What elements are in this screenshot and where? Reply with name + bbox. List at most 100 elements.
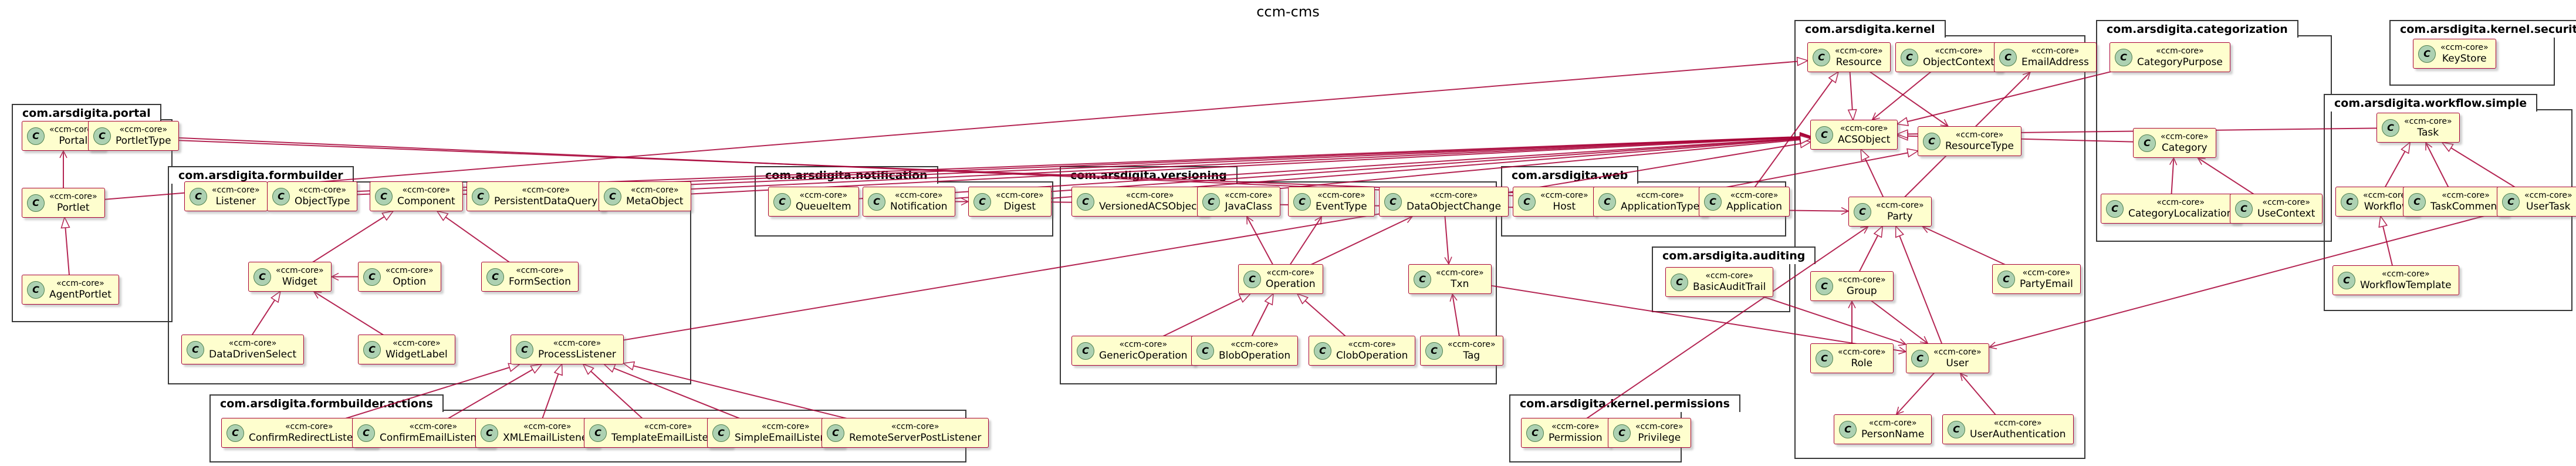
class-icon: C bbox=[589, 424, 607, 442]
class-text: «ccm-core»ConfirmRedirectListener bbox=[249, 422, 370, 444]
class-icon: C bbox=[1526, 424, 1544, 442]
class-name: WorkflowTemplate bbox=[2360, 279, 2452, 291]
class-stereotype: «ccm-core» bbox=[1436, 268, 1484, 278]
class-stereotype: «ccm-core» bbox=[631, 185, 679, 195]
class-ResourceType: C«ccm-core»ResourceType bbox=[1918, 126, 2022, 156]
class-CategoryLocalization: C«ccm-core»CategoryLocalization bbox=[2101, 194, 2241, 224]
class-name: Category bbox=[2161, 142, 2207, 154]
class-Host: C«ccm-core»Host bbox=[1513, 187, 1596, 217]
class-icon: C bbox=[2338, 271, 2355, 289]
class-name: Privilege bbox=[1638, 432, 1681, 444]
class-name: GenericOperation bbox=[1099, 350, 1188, 362]
class-UseContext: C«ccm-core»UseContext bbox=[2230, 194, 2323, 224]
class-stereotype: «ccm-core» bbox=[891, 422, 939, 431]
class-text: «ccm-core»CategoryLocalization bbox=[2128, 198, 2233, 220]
class-name: Txn bbox=[1451, 278, 1469, 290]
class-VersionedACSObject: C«ccm-core»VersionedACSObject bbox=[1071, 187, 1209, 217]
class-KeyStore: C«ccm-core»KeyStore bbox=[2413, 39, 2496, 69]
class-icon: C bbox=[1813, 48, 1830, 66]
class-Digest: C«ccm-core»Digest bbox=[968, 187, 1052, 217]
class-Application: C«ccm-core»Application bbox=[1699, 187, 1790, 217]
class-icon: C bbox=[1854, 202, 1871, 221]
class-icon: C bbox=[1196, 342, 1214, 360]
class-icon: C bbox=[227, 424, 244, 442]
class-text: «ccm-core»Task bbox=[2404, 117, 2452, 139]
class-Task: C«ccm-core»Task bbox=[2376, 113, 2460, 143]
class-DataDrivenSelect: C«ccm-core»DataDrivenSelect bbox=[181, 335, 305, 364]
class-QueueItem: C«ccm-core»QueueItem bbox=[768, 187, 859, 217]
class-stereotype: «ccm-core» bbox=[2442, 191, 2490, 200]
class-stereotype: «ccm-core» bbox=[1636, 191, 1684, 200]
package-name-tab: com.arsdigita.notification bbox=[755, 166, 938, 184]
class-icon: C bbox=[1202, 193, 1220, 211]
class-icon: C bbox=[973, 193, 991, 211]
class-text: «ccm-core»Host bbox=[1540, 191, 1588, 212]
class-stereotype: «ccm-core» bbox=[553, 339, 601, 348]
class-stereotype: «ccm-core» bbox=[1448, 340, 1496, 349]
class-BlobOperation: C«ccm-core»BlobOperation bbox=[1191, 336, 1299, 366]
class-text: «ccm-core»Notification bbox=[890, 191, 948, 212]
class-ObjectContext: C«ccm-core»ObjectContext bbox=[1895, 42, 2002, 72]
class-Listener: C«ccm-core»Listener bbox=[184, 181, 268, 211]
class-text: «ccm-core»WorkflowTemplate bbox=[2360, 269, 2452, 291]
class-Widget: C«ccm-core»Widget bbox=[248, 262, 332, 292]
class-WorkflowTemplate: C «ccm-core»WorkflowTemplate bbox=[2332, 265, 2459, 295]
class-name: UseContext bbox=[2257, 208, 2315, 220]
package-body bbox=[1794, 35, 2085, 459]
class-icon: C bbox=[2408, 193, 2426, 211]
class-name: Host bbox=[1553, 201, 1576, 212]
class-stereotype: «ccm-core» bbox=[1838, 347, 1886, 357]
class-icon: C bbox=[2418, 45, 2436, 63]
class-stereotype: «ccm-core» bbox=[1933, 347, 1982, 357]
class-Resource: C«ccm-core»Resource bbox=[1807, 42, 1891, 72]
class-stereotype: «ccm-core» bbox=[386, 266, 434, 275]
class-stereotype: «ccm-core» bbox=[1225, 191, 1273, 200]
class-icon: C bbox=[363, 268, 381, 286]
class-name: Role bbox=[1851, 357, 1873, 369]
class-icon: C bbox=[253, 268, 271, 286]
class-Operation: C«ccm-core»Operation bbox=[1238, 264, 1323, 294]
class-stereotype: «ccm-core» bbox=[799, 191, 848, 200]
class-text: «ccm-core»FormSection bbox=[509, 266, 571, 288]
class-icon: C bbox=[1704, 193, 1722, 211]
package-name-tab: com.arsdigita.categorization bbox=[2096, 20, 2298, 38]
class-icon: C bbox=[1816, 277, 1833, 295]
class-Party: C «ccm-core»Party bbox=[1848, 197, 1932, 227]
class-Option: C «ccm-core»Option bbox=[358, 262, 441, 292]
class-icon: C bbox=[363, 340, 381, 359]
class-text: «ccm-core»ClobOperation bbox=[1336, 340, 1408, 362]
class-text: «ccm-core»ApplicationType bbox=[1621, 191, 1699, 212]
class-name: XMLEmailListener bbox=[503, 432, 592, 444]
class-icon: C bbox=[773, 193, 791, 211]
class-Tag: C«ccm-core»Tag bbox=[1420, 336, 1503, 366]
class-text: «ccm-core»Option bbox=[386, 266, 434, 288]
class-icon: C bbox=[27, 127, 45, 145]
class-text: «ccm-core»Privilege bbox=[1635, 422, 1683, 444]
class-stereotype: «ccm-core» bbox=[2524, 191, 2572, 200]
class-name: ResourceType bbox=[1945, 140, 2014, 152]
class-stereotype: «ccm-core» bbox=[1635, 422, 1683, 431]
class-stereotype: «ccm-core» bbox=[285, 422, 333, 431]
class-PersonName: C«ccm-core»PersonName bbox=[1834, 414, 1932, 444]
class-name: Widget bbox=[282, 276, 317, 288]
class-text: «ccm-core»AgentPortlet bbox=[49, 279, 111, 300]
class-stereotype: «ccm-core» bbox=[523, 422, 572, 431]
package-name-tab: com.arsdigita.web bbox=[1501, 166, 1639, 184]
class-stereotype: «ccm-core» bbox=[49, 192, 97, 201]
class-text: «ccm-core»Party bbox=[1876, 201, 1924, 222]
class-Portlet: C«ccm-core»Portlet bbox=[22, 188, 105, 218]
class-stereotype: «ccm-core» bbox=[1266, 268, 1315, 278]
class-name: PersistentDataQuery bbox=[494, 195, 598, 207]
class-text: «ccm-core»Application bbox=[1726, 191, 1782, 212]
class-stereotype: «ccm-core» bbox=[1935, 46, 1983, 56]
class-icon: C bbox=[1425, 342, 1443, 360]
class-name: AgentPortlet bbox=[49, 289, 111, 300]
class-icon: C bbox=[486, 268, 504, 286]
class-CategoryPurpose: C«ccm-core»CategoryPurpose bbox=[2110, 42, 2230, 72]
class-icon: C bbox=[604, 187, 621, 205]
class-text: «ccm-core»UseContext bbox=[2257, 198, 2315, 220]
class-FormSection: C «ccm-core»FormSection bbox=[481, 262, 579, 292]
class-name: ConfirmEmailListener bbox=[380, 432, 487, 444]
class-name: CategoryLocalization bbox=[2128, 208, 2233, 220]
